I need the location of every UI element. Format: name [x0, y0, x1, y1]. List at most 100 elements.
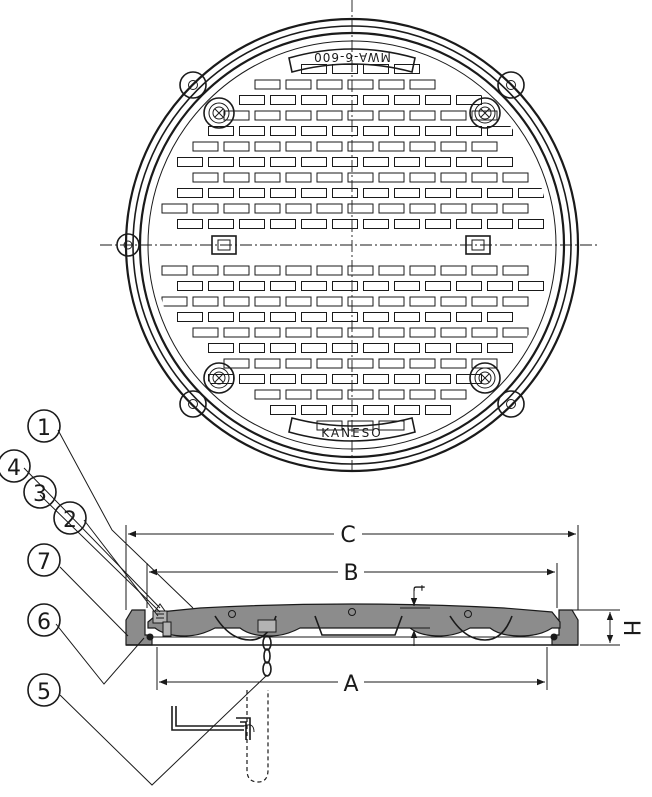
callout-5: 5	[27, 673, 61, 707]
brick-lug	[208, 126, 234, 136]
callout-balloons: 1 4 3 2 7 6 5	[0, 409, 87, 707]
brick-lug	[378, 203, 405, 214]
brick-lug	[471, 203, 498, 214]
brick-lug	[363, 188, 389, 198]
chain-hook	[257, 619, 277, 677]
brick-lug	[208, 219, 234, 229]
brick-lug	[378, 296, 405, 307]
brick-lug	[332, 312, 358, 322]
brick-lug	[471, 172, 498, 183]
brick-lug	[347, 110, 374, 121]
brick-lug	[208, 312, 234, 322]
brick-lug	[192, 265, 219, 276]
brick-lug	[347, 327, 374, 338]
brick-lug	[285, 358, 312, 369]
brick-lug	[270, 281, 296, 291]
brick-lug	[254, 358, 281, 369]
dimension-h: H	[570, 609, 643, 646]
brick-lug	[456, 374, 482, 384]
brick-lug	[456, 157, 482, 167]
brick-lug	[301, 157, 327, 167]
brick-lug	[270, 312, 296, 322]
brick-lug	[440, 265, 467, 276]
brick-lug	[378, 141, 405, 152]
brick-lug	[425, 188, 451, 198]
brick-lug	[301, 281, 327, 291]
brick-lug	[502, 172, 529, 183]
brick-lug	[456, 95, 482, 105]
brick-lug	[192, 141, 219, 152]
brick-lug	[363, 374, 389, 384]
brick-lug	[502, 327, 529, 338]
brick-lug	[332, 157, 358, 167]
brick-lug	[471, 296, 498, 307]
brick-lug	[394, 188, 420, 198]
svg-text:4: 4	[7, 456, 21, 481]
brick-lug	[316, 141, 343, 152]
brick-lug	[409, 172, 436, 183]
top-marking-plate: MWA-6-600	[288, 48, 416, 73]
brick-lug	[285, 203, 312, 214]
brick-lug	[502, 296, 529, 307]
brick-lug	[270, 95, 296, 105]
brick-lug	[394, 219, 420, 229]
brick-lug	[223, 327, 250, 338]
brick-lug	[425, 95, 451, 105]
callout-7: 7	[27, 543, 61, 577]
callout-2: 2	[53, 501, 87, 535]
brick-lug	[208, 188, 234, 198]
brick-lug	[518, 188, 544, 198]
brick-lug	[192, 327, 219, 338]
brick-lug	[270, 374, 296, 384]
brick-lug	[270, 343, 296, 353]
brick-lug	[254, 327, 281, 338]
brick-lug	[347, 358, 374, 369]
brick-lug	[487, 157, 513, 167]
brick-lug	[409, 110, 436, 121]
brick-lug	[177, 281, 203, 291]
dimension-b: B	[146, 559, 558, 608]
dimension-t-label: t	[410, 585, 429, 591]
lid-section	[147, 603, 561, 637]
brick-lug	[363, 281, 389, 291]
brick-lug	[487, 343, 513, 353]
brick-lug	[378, 358, 405, 369]
brick-lug	[502, 265, 529, 276]
brick-lug	[223, 296, 250, 307]
brick-lug	[487, 188, 513, 198]
brick-lug	[425, 157, 451, 167]
brick-lug	[223, 172, 250, 183]
brick-lug	[239, 188, 265, 198]
brick-lug	[409, 79, 436, 90]
lifting-key	[171, 690, 269, 783]
brick-lug	[239, 312, 265, 322]
brick-lug	[254, 172, 281, 183]
brick-lug	[316, 358, 343, 369]
brick-lug	[285, 296, 312, 307]
brick-lug	[518, 281, 544, 291]
brick-lug	[487, 126, 513, 136]
brick-lug	[161, 296, 188, 307]
brick-lug	[332, 405, 358, 415]
brick-lug	[363, 95, 389, 105]
brick-lug	[378, 79, 405, 90]
brick-lug	[223, 141, 250, 152]
brick-lug	[239, 374, 265, 384]
brick-lug	[301, 126, 327, 136]
brick-lug	[456, 188, 482, 198]
brick-lug	[347, 141, 374, 152]
brick-lug	[487, 219, 513, 229]
brick-lug	[332, 95, 358, 105]
callout-4: 4	[0, 449, 31, 483]
bolt-bosses	[203, 97, 501, 394]
brick-lug	[192, 172, 219, 183]
brick-lug	[347, 265, 374, 276]
brick-lug	[440, 389, 467, 400]
brick-lug	[316, 389, 343, 400]
leader-lines	[23, 429, 268, 786]
frame-section-left	[125, 609, 153, 646]
brick-lug	[177, 157, 203, 167]
brick-lug	[208, 343, 234, 353]
brick-lug	[254, 79, 281, 90]
